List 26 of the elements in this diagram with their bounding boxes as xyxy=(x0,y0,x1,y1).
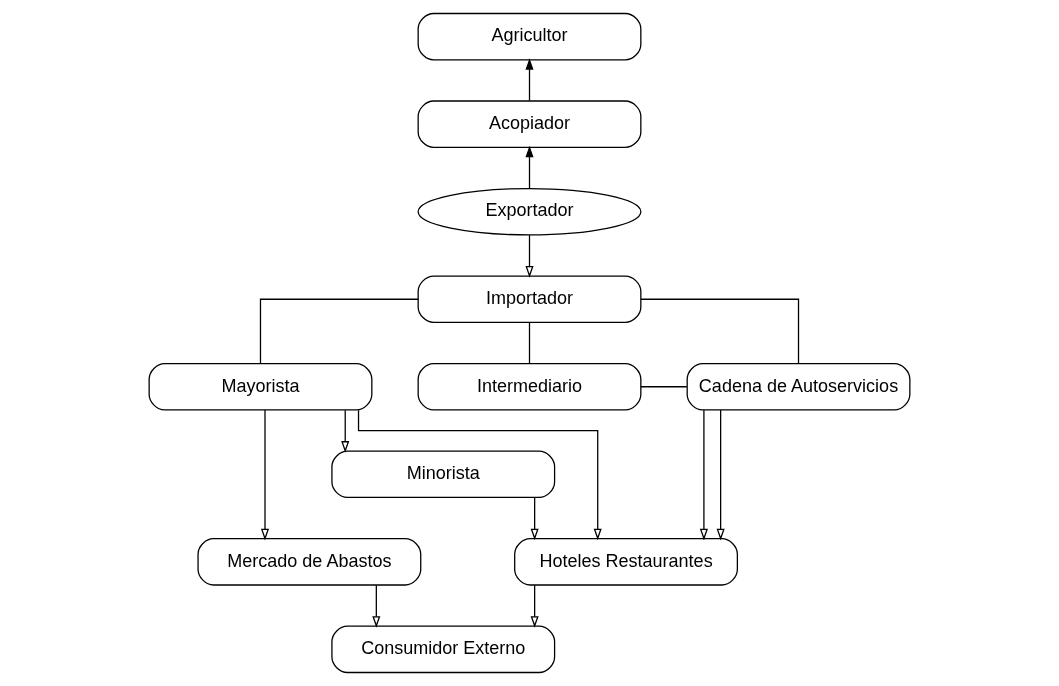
connector xyxy=(640,386,688,388)
arrow xyxy=(525,145,534,189)
node-box: Mayorista xyxy=(148,362,373,411)
connector xyxy=(259,298,419,364)
arrow xyxy=(530,584,539,628)
node-ellipse: Exportador xyxy=(417,187,642,236)
arrow xyxy=(525,58,534,102)
arrow xyxy=(341,409,350,453)
arrow xyxy=(699,409,708,541)
connector xyxy=(528,322,531,364)
arrow xyxy=(525,234,534,278)
node-box: Minorista xyxy=(331,450,556,499)
arrow xyxy=(357,409,602,541)
connector xyxy=(640,298,800,364)
node-box: Cadena de Autoservicios xyxy=(686,362,911,411)
node-box: Importador xyxy=(417,275,642,324)
arrow xyxy=(260,409,270,541)
arrow xyxy=(372,584,381,628)
node-box: Hoteles Restaurantes xyxy=(514,538,738,586)
arrow xyxy=(716,409,725,541)
node-box: Consumidor Externo xyxy=(331,625,556,674)
node-box: Acopiador xyxy=(417,100,642,148)
arrow xyxy=(530,497,539,541)
node-box: Agricultor xyxy=(417,12,642,61)
node-box: Intermediario xyxy=(417,362,642,411)
node-box: Mercado de Abastos xyxy=(197,538,422,586)
